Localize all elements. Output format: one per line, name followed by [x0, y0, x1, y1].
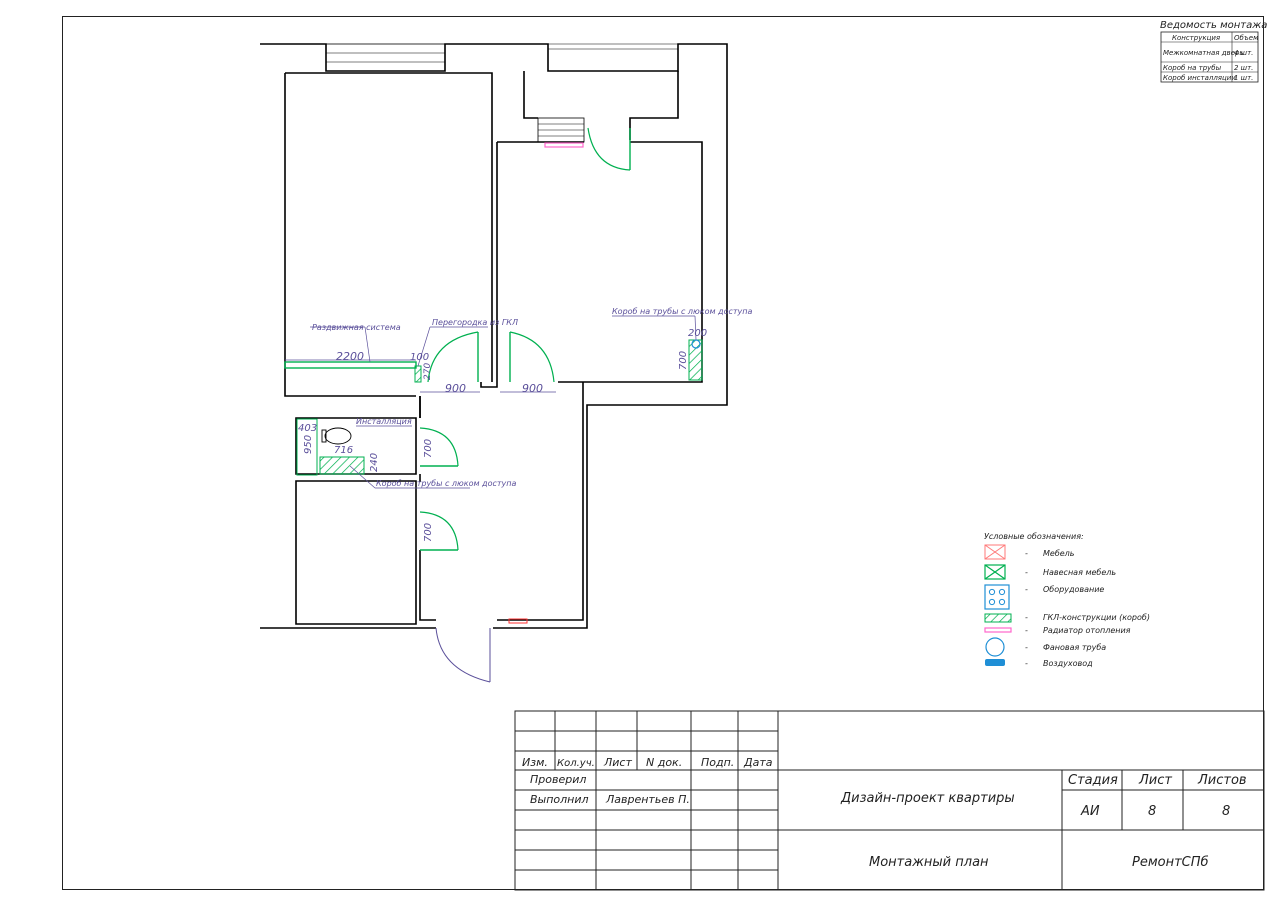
- tb-sheets: 8: [1222, 804, 1230, 819]
- title-block: [514, 710, 1265, 891]
- door-swing: [419, 427, 459, 467]
- radiator: [544, 142, 584, 148]
- dim-403: 403: [298, 423, 317, 434]
- tb-col-list: Лист: [603, 756, 632, 769]
- tb-company: РемонтСПб: [1132, 855, 1209, 870]
- tb-performer: Лаврентьев П.: [605, 793, 690, 806]
- tb-project: Дизайн-проект квартиры: [840, 791, 1015, 806]
- dim-2200: 2200: [336, 350, 364, 363]
- tb-stage-header: Стадия: [1068, 773, 1118, 788]
- tb-sheets-header: Листов: [1197, 773, 1247, 788]
- svg-text:-: -: [1025, 643, 1028, 652]
- tb-sheet-name: Монтажный план: [869, 855, 989, 870]
- balcony-wall: [523, 71, 538, 119]
- tb-sheet-header: Лист: [1138, 773, 1172, 788]
- plan-annotations: Раздвижная система Перегородка из ГКЛ Ко…: [298, 307, 753, 542]
- legend-label-furniture: Мебель: [1043, 549, 1075, 558]
- entrance-door-swing: [435, 627, 491, 683]
- bathroom-wall: [295, 417, 417, 475]
- room-living-wall: [285, 72, 493, 382]
- label-partition: Перегородка из ГКЛ: [432, 318, 518, 327]
- gkl-partition: [414, 365, 422, 383]
- radiator-icon: [984, 627, 1012, 633]
- dim-950: 950: [303, 435, 314, 454]
- schedule-header-volume: Объем: [1234, 34, 1259, 42]
- furniture-icon: [984, 544, 1006, 560]
- tb-col-ndoc: N док.: [646, 756, 682, 769]
- wall-furniture-icon: [984, 564, 1006, 580]
- label-pipe-box-top: Короб на трубы с люком доступа: [612, 307, 753, 316]
- installation-box: [296, 418, 318, 476]
- schedule-row-qty: 2 шт.: [1234, 64, 1253, 72]
- svg-text:-: -: [1025, 659, 1028, 668]
- svg-text:-: -: [1025, 568, 1028, 577]
- label-installation: Инсталляция: [356, 417, 412, 426]
- dim-700-box: 700: [678, 351, 689, 370]
- tb-col-izm: Изм.: [522, 756, 548, 769]
- label-sliding-system: Раздвижная система: [312, 323, 401, 332]
- legend-title: Условные обозначения:: [984, 532, 1084, 541]
- sliding-system: [284, 361, 417, 369]
- dim-100: 100: [410, 352, 429, 363]
- plan-walls: [260, 43, 728, 683]
- legend-label-duct: Воздуховод: [1043, 659, 1093, 668]
- tb-col-date: Дата: [743, 756, 773, 769]
- equipment-icon: [984, 584, 1010, 610]
- schedule-row-name: Межкомнатная дверь: [1163, 49, 1244, 57]
- tb-col-podp: Подп.: [701, 756, 734, 769]
- dim-900-left: 900: [445, 382, 466, 395]
- pipe-circle-icon: [985, 637, 1005, 657]
- schedule-row-name: Короб инсталляции: [1163, 74, 1236, 82]
- tb-checked: Проверил: [530, 773, 586, 786]
- dim-716: 716: [334, 445, 353, 456]
- legend-label-radiator: Радиатор отопления: [1043, 626, 1131, 635]
- schedule-row-name: Короб на трубы: [1163, 64, 1222, 72]
- radiator: [508, 618, 528, 624]
- door-swing: [427, 331, 479, 383]
- legend-label-pipe: Фановая труба: [1043, 643, 1106, 652]
- balcony-wall: [629, 71, 679, 140]
- door-swing: [587, 127, 631, 171]
- door-swing: [419, 511, 459, 551]
- duct-icon: [985, 659, 1005, 666]
- dim-900-right: 900: [522, 382, 543, 395]
- gkl-boxes: [296, 339, 703, 476]
- svg-text:-: -: [1025, 626, 1028, 635]
- legend: Условные обозначения: - Мебель - Навесна…: [984, 532, 1150, 668]
- svg-text:-: -: [1025, 585, 1028, 594]
- room-living-wall: [284, 73, 416, 397]
- pipe-box: [319, 456, 365, 475]
- gkl-hatch-icon: [984, 613, 1012, 623]
- dim-270: 270: [423, 363, 433, 380]
- outer-wall: [260, 43, 728, 629]
- schedule-row-qty: 1 шт.: [1234, 74, 1253, 82]
- small-room-wall: [295, 480, 417, 625]
- svg-text:-: -: [1025, 613, 1028, 622]
- window: [325, 43, 446, 72]
- legend-label-equipment: Оборудование: [1043, 585, 1104, 594]
- dim-200: 200: [688, 328, 707, 339]
- schedule-header-construction: Конструкция: [1172, 34, 1220, 42]
- label-pipe-box-bottom: Короб на трубы с люком доступа: [376, 479, 517, 488]
- toilet-icon: [324, 427, 352, 445]
- legend-label-gkl: ГКЛ-конструкции (короб): [1043, 613, 1150, 622]
- interior-doors: [419, 127, 631, 551]
- dim-700-bath: 700: [423, 439, 434, 458]
- tb-col-kol: Кол.уч.: [557, 758, 595, 769]
- legend-label-wall-furniture: Навесная мебель: [1043, 568, 1116, 577]
- dim-240: 240: [369, 453, 380, 472]
- dim-700-room: 700: [423, 523, 434, 542]
- svg-text:-: -: [1025, 549, 1028, 558]
- mounting-schedule: Ведомость монтажа Конструкция Объем Межк…: [1160, 20, 1267, 83]
- tb-performed: Выполнил: [530, 793, 589, 806]
- schedule-title: Ведомость монтажа: [1160, 20, 1267, 31]
- schedule-row-qty: 4 шт.: [1234, 49, 1253, 57]
- tb-sheet: 8: [1148, 804, 1156, 819]
- tb-stage: АИ: [1080, 804, 1100, 819]
- door-swing: [509, 331, 555, 383]
